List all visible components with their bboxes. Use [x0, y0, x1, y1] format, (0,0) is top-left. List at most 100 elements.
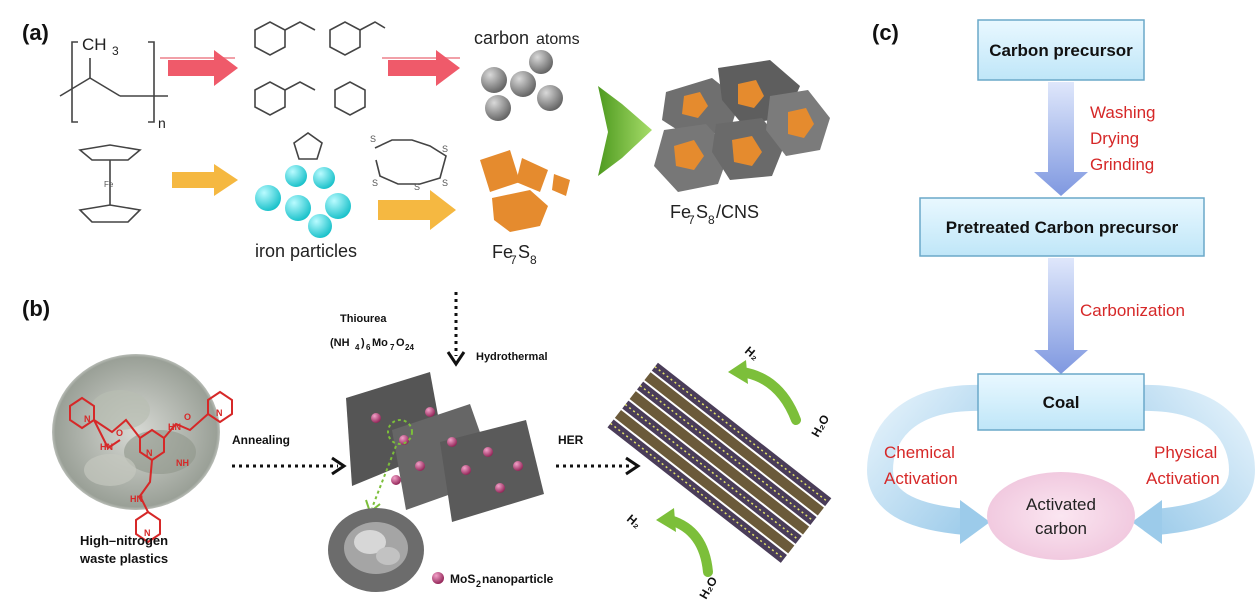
green-chevron-arrow	[598, 86, 652, 176]
fe7s8-label-7: 7	[510, 253, 517, 267]
polymer-ch-text: CH	[82, 35, 107, 54]
yellow-arrow-2	[378, 190, 456, 230]
fe7s8-label-fe: Fe	[492, 242, 513, 262]
reagent-sub-6: 6	[366, 343, 371, 352]
iron-particles-label: iron particles	[255, 241, 357, 261]
coal-text: Coal	[1043, 393, 1080, 412]
reagent-sub-7: 7	[390, 343, 395, 352]
mos2-legend-mo: MoS	[450, 572, 475, 586]
atom-n-1: N	[84, 414, 91, 424]
sulfur-atom-4: S	[414, 182, 420, 192]
mos2-layered-stack	[607, 362, 832, 563]
her-arrow: HER	[556, 433, 641, 476]
melamine-atom-labels: N N N N HN HN NH HN O O	[84, 408, 223, 538]
panel-b: (b) N N N N HN HN NH HN O	[22, 292, 832, 602]
step1-labels: Washing Drying Grinding	[1090, 103, 1156, 174]
h2o-top-label: H₂O	[808, 412, 832, 439]
physical-activation-line2: Activation	[1146, 469, 1220, 488]
atom-o-2: O	[184, 412, 191, 422]
carbon-atoms: carbon atoms	[474, 28, 580, 121]
red-arrow-2	[382, 50, 460, 86]
activation-curves	[866, 384, 1256, 544]
carbon-precursor-box: Carbon precursor	[977, 19, 1145, 81]
flow-arrow-1	[1034, 82, 1088, 196]
product-label-cns: /CNS	[716, 202, 759, 222]
product-label-fe: Fe	[670, 202, 691, 222]
fe7s8-label-s: S	[518, 242, 530, 262]
atom-hn-3: HN	[130, 494, 143, 504]
carbon-precursor-text: Carbon precursor	[989, 41, 1133, 60]
chemical-activation-line2: Activation	[884, 469, 958, 488]
mos2-legend-dot	[432, 572, 444, 584]
atom-n-2: N	[216, 408, 223, 418]
chemical-activation-label: Chemical Activation	[884, 443, 958, 488]
iron-particles: iron particles	[255, 165, 357, 261]
atom-nh-1: NH	[176, 458, 189, 468]
step1-grinding: Grinding	[1090, 155, 1154, 174]
polypropylene-structure: CH 3 n	[59, 35, 168, 131]
aromatic-molecules	[254, 21, 386, 160]
product-label-8: 8	[708, 213, 715, 227]
fe7s8-cns-product: Fe 7 S 8 /CNS	[654, 60, 830, 227]
panel-a-label: (a)	[22, 20, 49, 45]
polymer-n-subscript: n	[158, 115, 166, 131]
atom-n-4: N	[144, 528, 151, 538]
annealing-label: Annealing	[232, 433, 290, 447]
product-label-s: S	[696, 202, 708, 222]
pretreated-box: Pretreated Carbon precursor	[919, 197, 1205, 257]
her-label: HER	[558, 433, 584, 447]
sulfur-atom-3: S	[372, 178, 378, 188]
activated-carbon-line2: carbon	[1035, 519, 1087, 538]
reagent-part-1: (NH	[330, 337, 350, 349]
mos2-legend: MoS 2 nanoparticle	[432, 572, 554, 589]
atom-n-3: N	[146, 448, 153, 458]
mos2-legend-2: 2	[476, 579, 481, 589]
reagent-formula: (NH 4 ) 6 Mo 7 O 24	[330, 337, 414, 352]
sulfur-ring: S S S S S	[370, 134, 448, 192]
atom-hn-1: HN	[100, 442, 113, 452]
step2-carbonization: Carbonization	[1080, 301, 1185, 320]
carbon-sheets	[346, 372, 544, 522]
physical-activation-line1: Physical	[1154, 443, 1217, 462]
atom-o-1: O	[116, 428, 123, 438]
annealing-arrow: Annealing	[232, 433, 347, 476]
reagent-sub-4: 4	[355, 343, 360, 352]
thiourea-label: Thiourea	[340, 313, 387, 325]
product-label-7: 7	[688, 213, 695, 227]
step1-washing: Washing	[1090, 103, 1156, 122]
mos2-legend-rest: nanoparticle	[482, 572, 554, 586]
carbon-atoms-label-small: atoms	[536, 31, 580, 48]
h2-bottom-label: H₂	[624, 512, 644, 532]
reagent-part-3: Mo	[372, 337, 388, 349]
sulfur-atom-1: S	[370, 134, 376, 144]
plastics-caption-line1: High–nitrogen	[80, 533, 168, 548]
reagent-part-4: O	[396, 337, 405, 349]
physical-activation-label: Physical Activation	[1146, 443, 1220, 488]
melamine-structure	[69, 390, 233, 544]
plastics-caption-line2: waste plastics	[79, 551, 168, 566]
reagent-part-2: )	[361, 337, 365, 349]
activated-carbon-ellipse: Activated carbon	[987, 472, 1135, 560]
sulfur-atom-5: S	[442, 178, 448, 188]
chemical-activation-line1: Chemical	[884, 443, 955, 462]
ferrocene-fe-label: Fe	[104, 180, 114, 189]
activated-carbon-line1: Activated	[1026, 495, 1096, 514]
coal-box: Coal	[977, 373, 1145, 431]
yellow-arrow-1	[172, 164, 238, 196]
fe7s8-label-8: 8	[530, 253, 537, 267]
reagent-sub-24: 24	[405, 343, 414, 352]
sem-inset	[328, 508, 424, 592]
polymer-ch-subscript: 3	[112, 44, 119, 58]
hydrothermal-label: Hydrothermal	[476, 351, 548, 363]
h2o-bottom-label: H₂O	[696, 574, 720, 601]
panel-b-label: (b)	[22, 296, 50, 321]
ferrocene-structure: Fe	[78, 144, 142, 223]
step1-drying: Drying	[1090, 129, 1139, 148]
carbon-atoms-label-main: carbon	[474, 28, 529, 48]
atom-hn-2: HN	[168, 422, 181, 432]
hydrothermal-step: Thiourea (NH 4 ) 6 Mo 7 O 24 Hydrotherma…	[330, 292, 548, 367]
panel-a: (a) CH 3 n	[22, 20, 830, 267]
h2-top-label: H₂	[742, 344, 762, 364]
flow-arrow-2	[1034, 258, 1088, 374]
